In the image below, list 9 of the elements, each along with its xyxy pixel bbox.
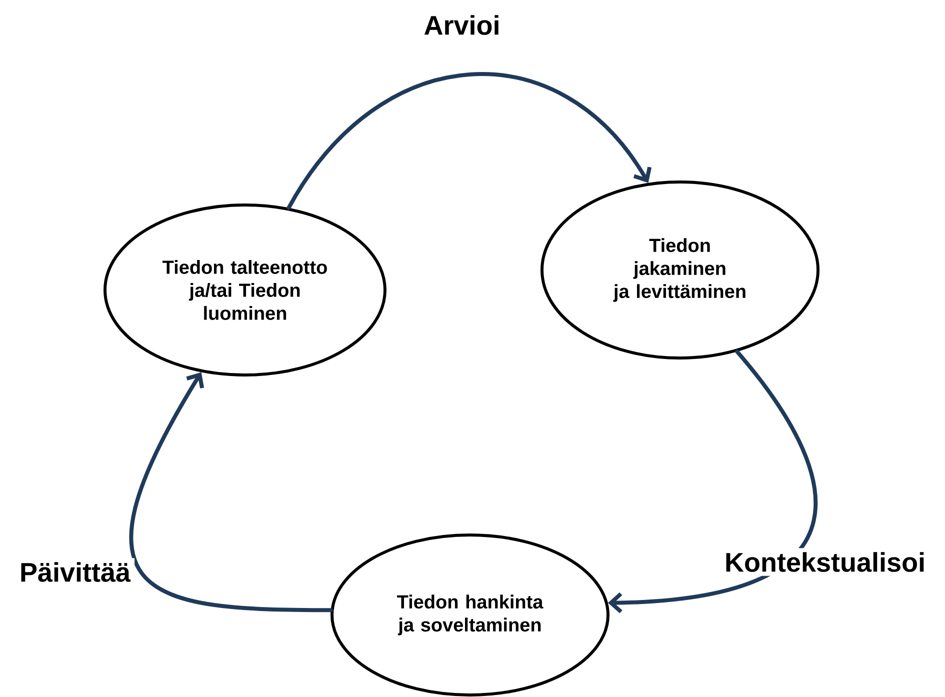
ellipse-node: Tiedon hankinta ja soveltaminen <box>330 534 610 696</box>
curved-arrow <box>129 372 333 612</box>
ellipse-node: Tiedon jakaminen ja levittäminen <box>540 180 820 360</box>
edge-label: Päivittää <box>15 558 135 586</box>
edge-label: Kontekstualisoi <box>720 548 930 576</box>
ellipse-node: Tiedon talteenotto ja/tai Tiedon luominen <box>104 204 386 376</box>
curved-arrow <box>286 72 652 210</box>
edge-label: Arvioi <box>420 11 504 39</box>
curved-arrow <box>608 350 818 614</box>
